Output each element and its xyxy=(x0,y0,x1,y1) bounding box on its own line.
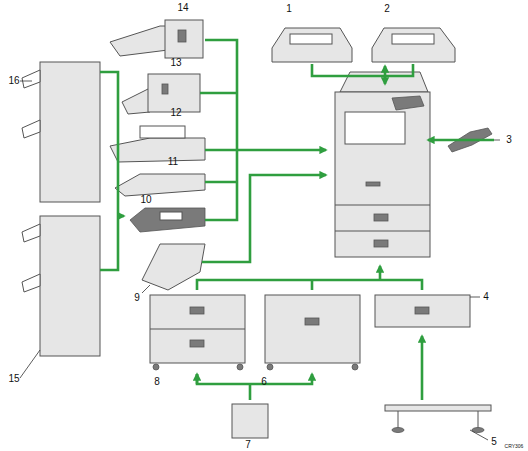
bridge-slot xyxy=(160,212,182,220)
drawer-line xyxy=(150,329,245,330)
connection-arrow xyxy=(237,149,326,152)
finisher-tray xyxy=(22,274,40,292)
large-capacity-tray xyxy=(265,295,360,363)
connection-arrow xyxy=(428,139,494,142)
drawer-handle xyxy=(415,307,429,314)
output-tray-area xyxy=(345,112,405,144)
table-foot xyxy=(392,428,404,433)
indicator-slot xyxy=(366,182,380,186)
caster xyxy=(352,364,358,370)
upper-tray xyxy=(140,126,185,138)
callout-number: 4 xyxy=(483,292,489,302)
internal-finisher xyxy=(148,74,200,112)
drawer-handle xyxy=(190,307,204,314)
connection-arrow xyxy=(196,374,199,384)
figure-code: CRY306 xyxy=(505,444,524,449)
adf-tray xyxy=(290,34,332,44)
drawer-line xyxy=(335,231,430,232)
callout-number: 6 xyxy=(261,377,267,387)
finisher-panel xyxy=(162,84,168,94)
callout-number: 1 xyxy=(286,4,292,14)
control-panel xyxy=(392,96,424,110)
callout-number: 2 xyxy=(384,4,390,14)
callout-number: 12 xyxy=(170,108,181,118)
callout-number: 9 xyxy=(134,293,140,303)
drawer-handle xyxy=(374,214,388,221)
callout-number: 3 xyxy=(506,135,512,145)
connection-arrow xyxy=(421,336,424,400)
drawer-handle xyxy=(190,340,204,347)
bridge-unit xyxy=(130,208,205,232)
leader-line xyxy=(142,285,150,293)
table-leg xyxy=(478,411,479,428)
internal-tray xyxy=(115,174,205,196)
main-unit-body xyxy=(335,92,430,257)
callout-number: 8 xyxy=(154,377,160,387)
internal-finisher xyxy=(165,20,203,58)
bridge-unit xyxy=(110,138,205,162)
finisher-panel xyxy=(178,30,186,42)
callout-number: 16 xyxy=(8,76,19,86)
callout-number: 13 xyxy=(170,58,181,68)
drawer-handle xyxy=(305,318,319,325)
finisher-tray xyxy=(22,120,40,138)
tray-heater xyxy=(232,404,268,438)
adf-unit xyxy=(372,28,455,62)
paper-feed-unit xyxy=(375,295,470,327)
shelf-tray xyxy=(110,26,168,56)
table-leg xyxy=(398,411,399,428)
callout-number: 10 xyxy=(140,195,151,205)
option-bracket xyxy=(100,72,124,270)
external-tray xyxy=(142,244,205,290)
connection-arrow xyxy=(379,266,382,280)
floor-finisher xyxy=(40,62,100,202)
caster xyxy=(267,364,273,370)
connection-arrow xyxy=(384,66,387,76)
connection-arrow xyxy=(197,374,312,400)
caster xyxy=(237,364,243,370)
callout-number: 14 xyxy=(177,3,188,13)
adf-unit xyxy=(272,28,352,62)
callout-number: 5 xyxy=(491,437,497,447)
drawer-handle xyxy=(374,240,388,247)
callout-number: 11 xyxy=(168,157,178,167)
leader-line xyxy=(470,430,488,440)
option-bracket xyxy=(197,280,422,290)
option-bracket xyxy=(200,40,237,220)
connection-arrow xyxy=(202,175,326,262)
finisher-tray xyxy=(22,224,40,242)
drawer-line xyxy=(335,205,430,206)
finisher-tray xyxy=(22,70,40,88)
floor-finisher xyxy=(40,216,100,356)
leader-line xyxy=(470,297,480,298)
output-tray xyxy=(122,88,150,114)
leader-line xyxy=(20,81,32,82)
leader-line xyxy=(20,350,40,378)
caster-table xyxy=(385,405,491,411)
connection-arrow xyxy=(384,76,387,84)
paper-feed-unit xyxy=(150,295,245,363)
option-bracket xyxy=(312,64,413,76)
callout-number: 7 xyxy=(245,440,251,450)
caster xyxy=(153,364,159,370)
adf-tray xyxy=(392,34,434,44)
callout-number: 15 xyxy=(8,374,19,384)
